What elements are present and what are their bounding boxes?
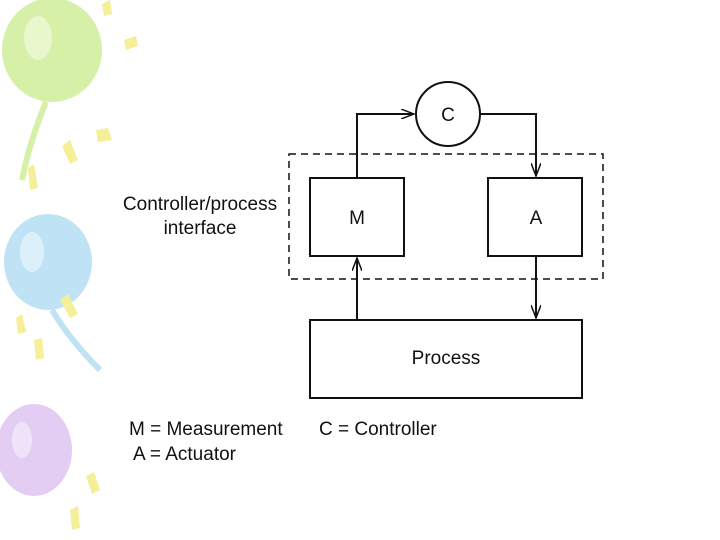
legend-measurement: M = Measurement — [129, 419, 283, 440]
green-balloon-icon — [2, 0, 102, 181]
process-label: Process — [412, 348, 481, 369]
process-block — [309, 319, 583, 399]
controller-to-actuator-arrow — [480, 113, 536, 176]
controller-label: C — [441, 105, 455, 126]
purple-balloon-icon — [0, 404, 72, 496]
legend-actuator: A = Actuator — [133, 444, 237, 465]
measurement-to-controller-arrow — [356, 114, 414, 178]
legend-controller: C = Controller — [319, 419, 437, 440]
interface-label-line2: interface — [164, 218, 237, 239]
actuator-label: A — [530, 208, 543, 229]
measurement-label: M — [349, 208, 365, 229]
blue-balloon-icon — [4, 214, 103, 373]
interface-label-line1: Controller/process — [123, 194, 277, 215]
sparkle-icon — [16, 0, 138, 530]
interface-boundary — [288, 153, 604, 280]
actuator-block — [487, 177, 583, 257]
